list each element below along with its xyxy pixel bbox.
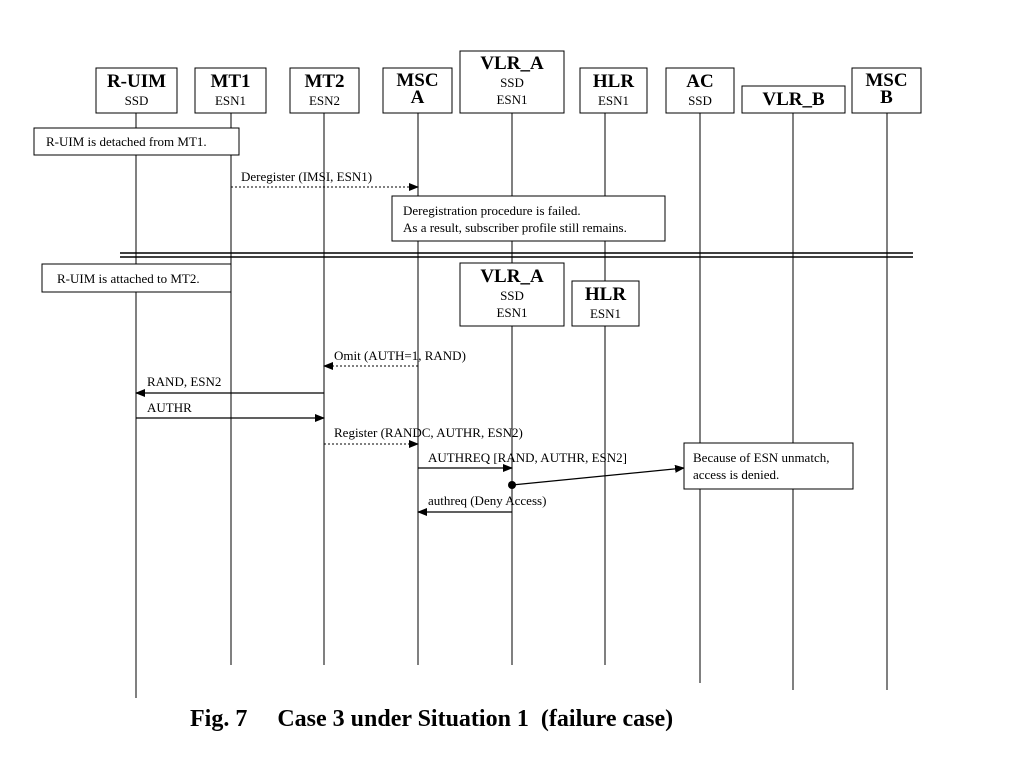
entity-box-vlra-2 bbox=[459, 262, 565, 327]
entity-box-msca bbox=[382, 67, 453, 114]
note-dereg-failed-line1: Deregistration procedure is failed. bbox=[403, 203, 581, 218]
entity-sub-ac: SSD bbox=[688, 93, 712, 108]
note-dereg-failed-line2: As a result, subscriber profile still re… bbox=[403, 220, 627, 235]
entity-sub2-vlra: ESN1 bbox=[496, 92, 527, 107]
note-attached-box bbox=[41, 263, 232, 293]
note-attached: R-UIM is attached to MT2. bbox=[57, 271, 200, 286]
note-detached: R-UIM is detached from MT1. bbox=[46, 134, 207, 149]
label-authr: AUTHR bbox=[147, 400, 192, 415]
sequence-diagram: R-UIM SSD MT1 ESN1 MT2 ESN2 MSC A VLR_A … bbox=[33, 50, 922, 698]
entity-box-mscb bbox=[851, 67, 922, 114]
entity-box-vlrb bbox=[741, 85, 846, 114]
entity-sub-hlr-2: ESN1 bbox=[590, 306, 621, 321]
entity-name-mt2: MT2 bbox=[304, 71, 344, 92]
note-esn-unmatch-line2: access is denied. bbox=[693, 467, 779, 482]
entity-name-vlra-2: VLR_A bbox=[480, 266, 544, 287]
entity-sub-vlra-2: SSD bbox=[500, 288, 524, 303]
label-authreq-request: AUTHREQ [RAND, AUTHR, ESN2] bbox=[428, 450, 627, 465]
note-detached-box bbox=[33, 127, 240, 156]
entity-name-hlr: HLR bbox=[593, 71, 634, 92]
entity-name-vlra: VLR_A bbox=[480, 53, 544, 74]
entity-box-mt2 bbox=[289, 67, 360, 114]
note-dereg-failed-box bbox=[391, 195, 666, 242]
entity-box-vlra bbox=[459, 50, 565, 114]
entity-box-hlr bbox=[579, 67, 648, 114]
entity-sub-hlr: ESN1 bbox=[598, 93, 629, 108]
entity-name-mscb: MSC bbox=[865, 70, 907, 91]
entity-box-ruim bbox=[95, 67, 178, 114]
entity-name-ac: AC bbox=[686, 71, 713, 92]
entity-name-vlrb: VLR_B bbox=[762, 89, 825, 110]
entity-sub-mt2: ESN2 bbox=[309, 93, 340, 108]
entity-name2-mscb: B bbox=[880, 87, 893, 108]
label-register: Register (RANDC, AUTHR, ESN2) bbox=[334, 425, 523, 440]
entity-sub-ruim: SSD bbox=[125, 93, 149, 108]
entity-name2-msca: A bbox=[411, 87, 425, 108]
entity-name-mt1: MT1 bbox=[210, 71, 250, 92]
note-esn-unmatch-box bbox=[683, 442, 854, 490]
entity-sub-mt1: ESN1 bbox=[215, 93, 246, 108]
label-authreq-response: authreq (Deny Access) bbox=[428, 493, 546, 508]
note-esn-unmatch-line1: Because of ESN unmatch, bbox=[693, 450, 829, 465]
entity-sub2-vlra-2: ESN1 bbox=[496, 305, 527, 320]
entity-name-hlr-2: HLR bbox=[585, 284, 626, 305]
entity-box-mt1 bbox=[194, 67, 267, 114]
entity-name-ruim: R-UIM bbox=[107, 71, 166, 92]
entity-box-hlr-2 bbox=[571, 280, 640, 327]
arrow-authreq-forward-ac bbox=[511, 464, 685, 486]
figure-caption: Fig. 7 Case 3 under Situation 1 (failure… bbox=[190, 706, 674, 732]
label-deregister: Deregister (IMSI, ESN1) bbox=[241, 169, 372, 184]
label-omit: Omit (AUTH=1, RAND) bbox=[334, 348, 466, 363]
label-rand-esn2: RAND, ESN2 bbox=[147, 374, 221, 389]
entity-name-msca: MSC bbox=[396, 70, 438, 91]
entity-sub-vlra: SSD bbox=[500, 75, 524, 90]
entity-box-ac bbox=[665, 67, 735, 114]
